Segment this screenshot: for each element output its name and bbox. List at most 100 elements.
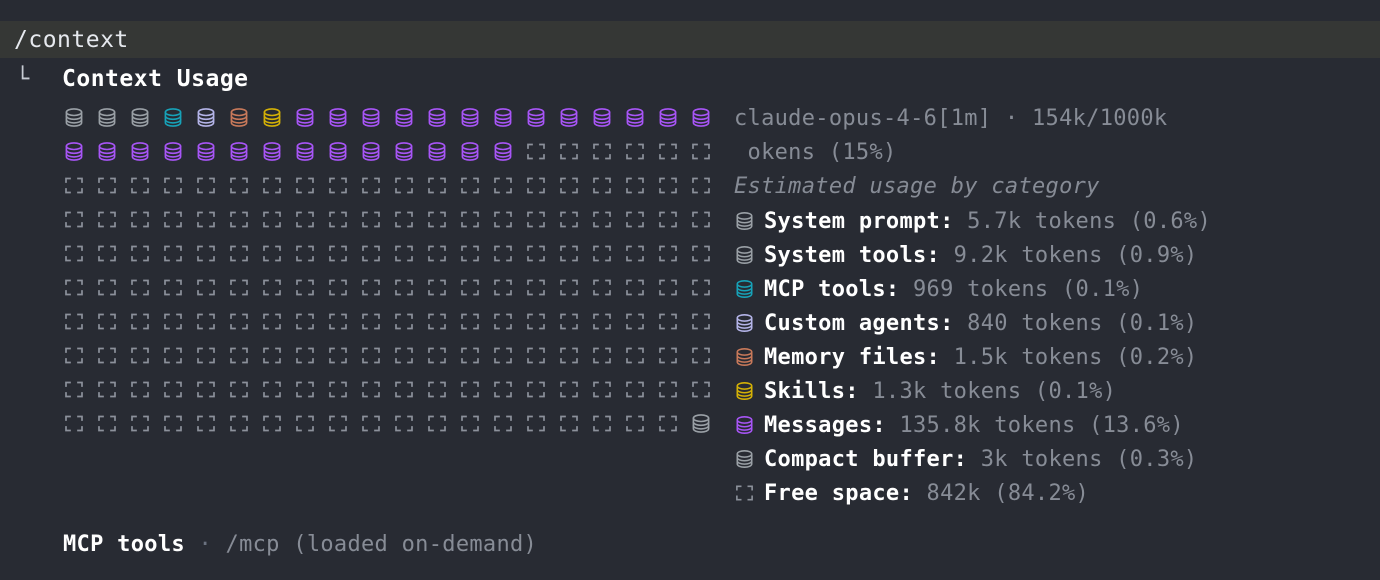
grid-cell-empty-icon <box>690 306 723 336</box>
grid-cell-empty-icon <box>591 340 624 370</box>
grid-cell-empty-icon <box>657 374 690 404</box>
grid-cell-empty-icon <box>591 272 624 302</box>
grid-cell-empty-icon <box>624 374 657 404</box>
grid-cell-database-icon <box>228 136 261 166</box>
grid-cell-empty-icon <box>327 204 360 234</box>
database-icon <box>734 449 764 469</box>
legend-item: MCP tools: 969 tokens (0.1%) <box>734 272 1368 306</box>
grid-cell-database-icon <box>459 136 492 166</box>
grid-cell-empty-icon <box>393 238 426 268</box>
grid-cell-database-icon <box>195 102 228 132</box>
grid-cell-empty-icon <box>195 374 228 404</box>
grid-cell-empty-icon <box>393 374 426 404</box>
grid-cell-empty-icon <box>63 408 96 438</box>
grid-cell-database-icon <box>492 102 525 132</box>
grid-cell-database-icon <box>261 136 294 166</box>
grid-cell-database-icon <box>492 136 525 166</box>
legend-item-label: Skills: <box>764 378 859 404</box>
grid-cell-empty-icon <box>228 238 261 268</box>
grid-cell-empty-icon <box>327 272 360 302</box>
grid-cell-empty-icon <box>261 340 294 370</box>
context-usage-body: claude-opus-4-6[1m] · 154k/1000k okens (… <box>0 94 1380 510</box>
grid-cell-database-icon <box>294 102 327 132</box>
context-usage-grid <box>63 100 723 440</box>
mcp-tools-footer: MCP tools · /mcp (loaded on-demand) <box>63 532 537 557</box>
grid-cell-database-icon <box>327 136 360 166</box>
grid-cell-empty-icon <box>393 170 426 200</box>
legend-item: System tools: 9.2k tokens (0.9%) <box>734 238 1368 272</box>
grid-cell-empty-icon <box>195 272 228 302</box>
grid-cell-database-icon <box>426 136 459 166</box>
grid-cell-empty-icon <box>129 408 162 438</box>
grid-cell-empty-icon <box>195 408 228 438</box>
grid-row <box>63 236 723 270</box>
grid-cell-empty-icon <box>327 408 360 438</box>
grid-cell-empty-icon <box>129 238 162 268</box>
grid-cell-empty-icon <box>525 408 558 438</box>
grid-cell-empty-icon <box>327 306 360 336</box>
grid-cell-database-icon <box>657 102 690 132</box>
grid-cell-empty-icon <box>690 238 723 268</box>
grid-cell-empty-icon <box>63 238 96 268</box>
mcp-command-hint[interactable]: /mcp (loaded on-demand) <box>225 532 538 557</box>
grid-row <box>63 134 723 168</box>
legend-item-value: 5.7k tokens (0.6%) <box>953 208 1211 234</box>
grid-cell-empty-icon <box>426 204 459 234</box>
grid-cell-empty-icon <box>426 408 459 438</box>
grid-cell-empty-icon <box>492 238 525 268</box>
grid-cell-database-icon <box>63 136 96 166</box>
grid-cell-empty-icon <box>459 170 492 200</box>
grid-cell-empty-icon <box>63 340 96 370</box>
grid-cell-empty-icon <box>162 374 195 404</box>
grid-cell-empty-icon <box>96 204 129 234</box>
grid-cell-database-icon <box>96 136 129 166</box>
grid-cell-empty-icon <box>558 238 591 268</box>
database-icon <box>734 313 764 333</box>
grid-cell-empty-icon <box>492 340 525 370</box>
grid-row <box>63 100 723 134</box>
legend-item-label: Custom agents: <box>764 310 954 336</box>
grid-cell-database-icon <box>261 102 294 132</box>
grid-cell-database-icon <box>459 102 492 132</box>
grid-cell-empty-icon <box>426 272 459 302</box>
grid-cell-empty-icon <box>624 272 657 302</box>
grid-cell-empty-icon <box>261 374 294 404</box>
grid-cell-empty-icon <box>492 272 525 302</box>
grid-cell-empty-icon <box>96 238 129 268</box>
slash-command-text: /context <box>14 26 129 53</box>
grid-row <box>63 270 723 304</box>
grid-cell-empty-icon <box>327 238 360 268</box>
grid-cell-empty-icon <box>96 340 129 370</box>
grid-cell-empty-icon <box>492 306 525 336</box>
grid-cell-empty-icon <box>228 340 261 370</box>
grid-cell-database-icon <box>525 102 558 132</box>
grid-cell-empty-icon <box>624 238 657 268</box>
grid-cell-empty-icon <box>492 408 525 438</box>
grid-cell-empty-icon <box>360 204 393 234</box>
grid-cell-database-icon <box>690 102 723 132</box>
grid-cell-empty-icon <box>525 306 558 336</box>
grid-cell-empty-icon <box>261 408 294 438</box>
grid-cell-empty-icon <box>63 306 96 336</box>
grid-cell-empty-icon <box>426 170 459 200</box>
grid-cell-empty-icon <box>657 136 690 166</box>
grid-cell-database-icon <box>195 136 228 166</box>
grid-cell-empty-icon <box>393 306 426 336</box>
legend-subtitle: Estimated usage by category <box>734 174 1100 199</box>
grid-cell-database-icon <box>393 136 426 166</box>
grid-cell-empty-icon <box>690 272 723 302</box>
grid-cell-empty-icon <box>591 374 624 404</box>
grid-cell-empty-icon <box>459 408 492 438</box>
grid-cell-empty-icon <box>228 272 261 302</box>
grid-cell-empty-icon <box>261 204 294 234</box>
grid-cell-empty-icon <box>228 374 261 404</box>
model-and-token-summary-line-2: okens (15%) <box>734 140 897 165</box>
legend-item-label: System prompt: <box>764 208 954 234</box>
grid-cell-empty-icon <box>63 170 96 200</box>
grid-cell-empty-icon <box>261 272 294 302</box>
grid-cell-empty-icon <box>426 238 459 268</box>
context-usage-legend: claude-opus-4-6[1m] · 154k/1000k okens (… <box>723 100 1368 510</box>
grid-cell-database-icon <box>129 136 162 166</box>
grid-cell-empty-icon <box>492 374 525 404</box>
grid-cell-database-icon <box>96 102 129 132</box>
